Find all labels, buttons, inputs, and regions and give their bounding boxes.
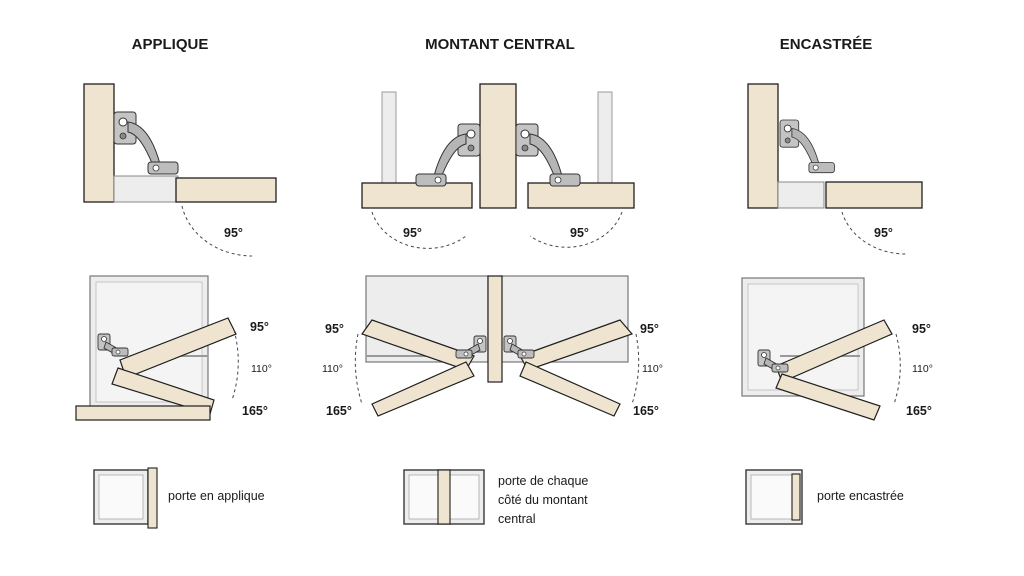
title-montant-central: MONTANT CENTRAL: [425, 36, 575, 53]
angle-95-encastree-top: 95°: [874, 226, 893, 240]
title-applique: APPLIQUE: [131, 36, 209, 53]
legend-montant-central: porte de chaque côté du montant central: [498, 472, 588, 529]
angle-110-applique: 110°: [251, 363, 272, 375]
angle-165-applique: 165°: [242, 404, 268, 418]
legend-icon-encastree: [745, 469, 803, 525]
angle-95-encastree: 95°: [912, 322, 931, 336]
angle-165-encastree: 165°: [906, 404, 932, 418]
angle-95-montant-right: 95°: [640, 322, 659, 336]
top-montant-central: [361, 83, 635, 249]
legend-icon-montant-central: [403, 469, 485, 525]
hinge-icon: [515, 123, 581, 187]
angle-95-montant-left: 95°: [325, 322, 344, 336]
angle-110-montant-left: 110°: [322, 363, 343, 375]
top-encastree: [747, 83, 923, 255]
angle-165-montant-right: 165°: [633, 404, 659, 418]
hinge-icon: [415, 123, 481, 187]
legend-line: côté du montant: [498, 493, 588, 507]
angle-95-applique-top: 95°: [224, 226, 243, 240]
bottom-montant-central: [354, 275, 640, 417]
legend-applique: porte en applique: [168, 489, 265, 503]
angle-95-applique: 95°: [250, 320, 269, 334]
angle-95-montant-right-top: 95°: [570, 226, 589, 240]
legend-line: porte de chaque: [498, 474, 589, 488]
legend-line: central: [498, 512, 536, 526]
angle-165-montant-left: 165°: [326, 404, 352, 418]
angle-110-encastree: 110°: [912, 363, 933, 375]
hinge-icon: [113, 111, 179, 175]
bottom-encastree: [741, 277, 901, 421]
title-encastree: ENCASTRÉE: [779, 36, 873, 53]
bottom-applique: [75, 275, 239, 421]
hinge-icon: [779, 119, 835, 174]
legend-icon-applique: [93, 467, 158, 529]
legend-encastree: porte encastrée: [817, 489, 904, 503]
angle-110-montant-right: 110°: [642, 363, 663, 375]
angle-95-montant-left-top: 95°: [403, 226, 422, 240]
top-applique: [83, 83, 277, 257]
